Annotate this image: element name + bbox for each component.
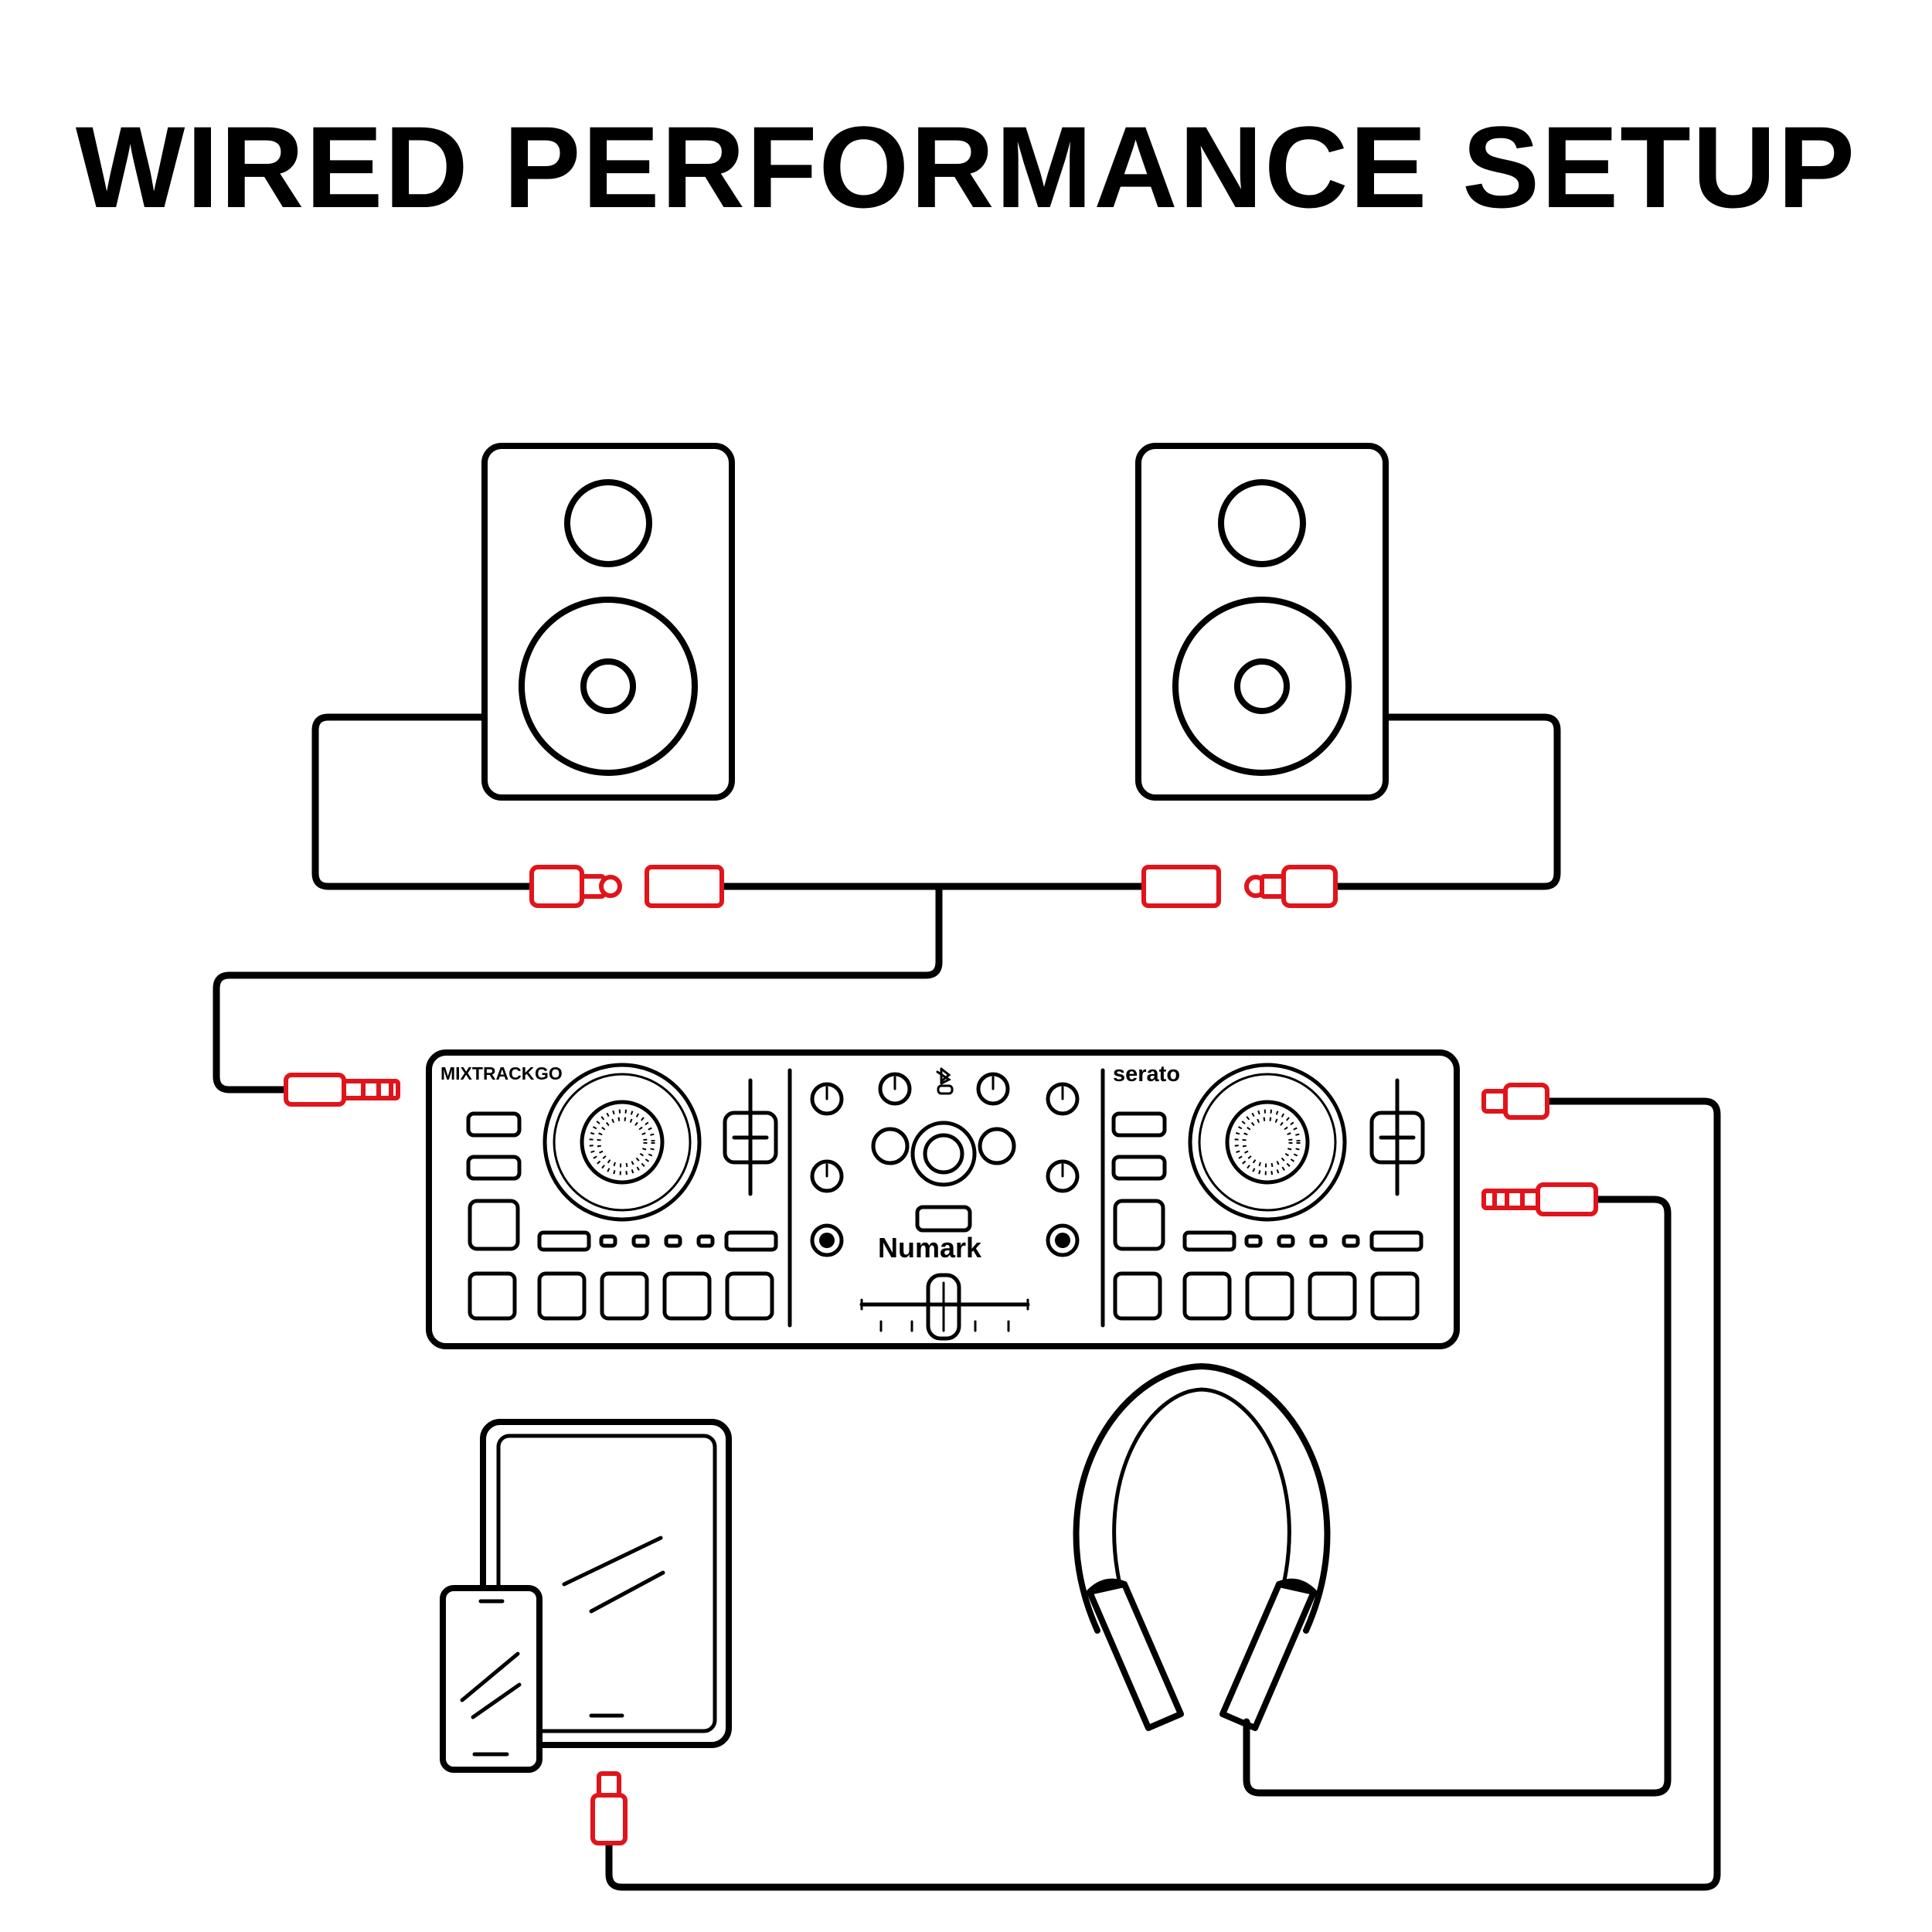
speaker-right [1135, 443, 1389, 801]
pad [1113, 1271, 1162, 1321]
cable-right-speaker [1332, 713, 1561, 890]
browse-button-left [871, 1127, 910, 1165]
knob [878, 1072, 912, 1106]
bluetooth-icon [936, 1067, 951, 1085]
right-button-1 [1111, 1111, 1167, 1138]
software-label: serato [1113, 1062, 1180, 1087]
usb-c-plug-controller [1481, 1083, 1549, 1120]
woofer-icon [519, 597, 698, 776]
pad [600, 1271, 649, 1321]
ear-cup-right [1219, 1581, 1317, 1731]
right-deck [1111, 1063, 1425, 1321]
bluetooth-led [937, 1084, 954, 1095]
pad [468, 1271, 517, 1321]
cable-usb [605, 1097, 1721, 1891]
speaker-left [481, 443, 735, 801]
page-title: WIRED PERFORMANCE SETUP [75, 102, 1857, 232]
mini-jack-plug-master [284, 1073, 400, 1107]
cable-master-out [213, 883, 943, 1094]
right-button-3 [1113, 1199, 1165, 1251]
left-button-2 [466, 1155, 522, 1181]
browse-button-right [978, 1127, 1016, 1165]
pad [725, 1271, 774, 1321]
headphones-icon [1073, 1363, 1331, 1731]
knob [976, 1072, 1010, 1106]
knob [1046, 1082, 1080, 1116]
browse-knob [910, 1121, 977, 1187]
rca-jack-left [645, 865, 724, 908]
rca-jack-right [1141, 865, 1221, 908]
rca-plug-right [1244, 865, 1338, 908]
crossfader [926, 1273, 961, 1341]
tablet-icon [480, 1419, 732, 1748]
cable-headphones [1243, 1196, 1672, 1797]
knob [1046, 1159, 1080, 1193]
pad [662, 1271, 712, 1321]
cables [213, 713, 1721, 1891]
pad [1370, 1271, 1420, 1321]
right-button-2 [1111, 1155, 1167, 1181]
smartphone-icon [440, 1585, 543, 1773]
cable-left-speaker [311, 713, 537, 890]
cue-button-left [810, 1223, 844, 1257]
mixer-section [810, 1067, 1080, 1341]
pad [537, 1271, 587, 1321]
ear-cup-left [1087, 1581, 1184, 1731]
pitch-fader-left [723, 1111, 778, 1165]
model-label: MIXTRACK [440, 1063, 535, 1083]
usb-c-plug-tablet [590, 1771, 628, 1845]
knob [810, 1159, 844, 1193]
woofer-icon [1172, 597, 1352, 776]
left-button-3 [468, 1199, 520, 1251]
tweeter-icon [564, 479, 652, 567]
model-suffix: GO [535, 1063, 563, 1083]
brand-label: Numark [878, 1232, 982, 1264]
pad [1308, 1271, 1357, 1321]
mini-jack-plug-headphones [1481, 1182, 1598, 1216]
jog-wheel-right [1188, 1063, 1347, 1222]
jog-wheel-left [543, 1063, 702, 1222]
knob [810, 1082, 844, 1116]
tweeter-icon [1218, 479, 1306, 567]
dj-controller: MIXTRACK GO serato Numark [426, 1049, 1460, 1349]
mixer-button [915, 1205, 972, 1233]
cue-button-right [1046, 1223, 1080, 1257]
left-button-1 [466, 1111, 522, 1138]
left-deck [466, 1063, 778, 1321]
rca-plug-left [529, 865, 622, 908]
pad [1245, 1271, 1294, 1321]
pad [1182, 1271, 1232, 1321]
pitch-fader-right [1369, 1111, 1425, 1165]
